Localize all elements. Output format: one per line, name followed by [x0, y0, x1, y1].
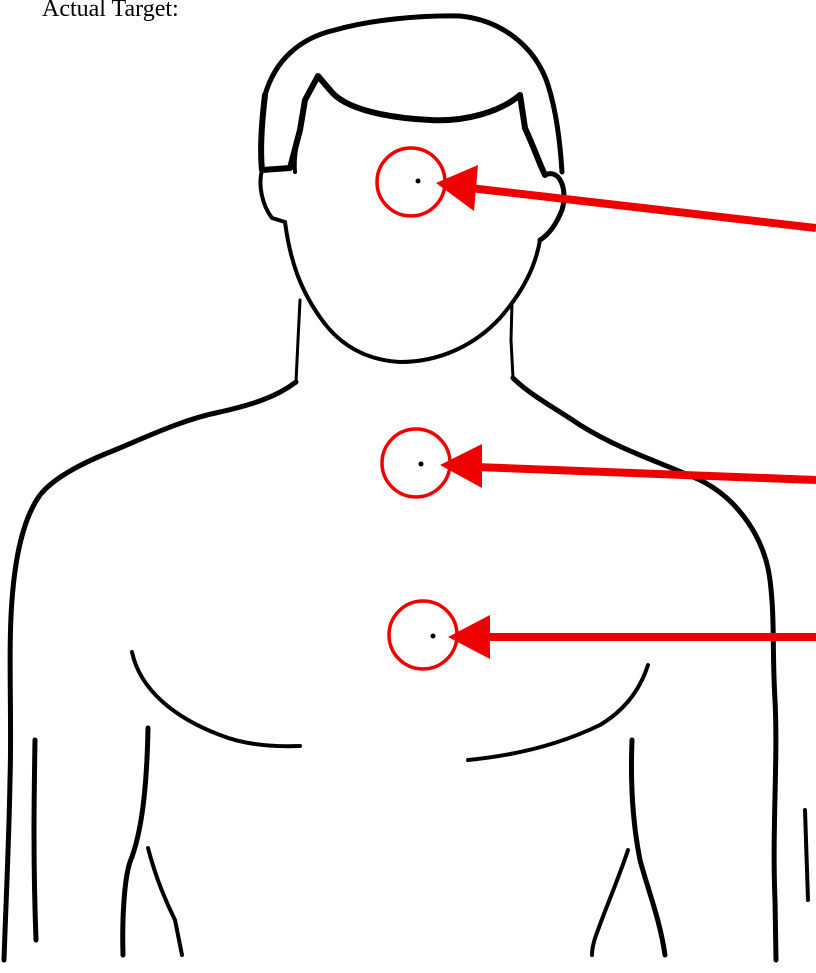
left-torso-line [148, 848, 182, 955]
hair-fringe [261, 76, 545, 175]
neck-right [511, 302, 513, 378]
right-body-edge [805, 810, 808, 900]
left-ear [260, 170, 285, 222]
neck-target-dot [419, 462, 424, 467]
chest-target-dot [431, 634, 436, 639]
marker-circles [377, 148, 457, 669]
left-arm-inner [123, 728, 148, 955]
right-ear [540, 174, 564, 240]
neck-target-circle [382, 429, 450, 497]
neck-left [296, 300, 300, 382]
left-pectoral [132, 652, 300, 746]
head-target-circle [377, 148, 445, 216]
figure-outline [4, 16, 808, 960]
right-arm-inner [631, 740, 665, 955]
marker-arrows [436, 165, 816, 659]
face-outline [285, 222, 540, 362]
target-dots [416, 179, 436, 639]
right-torso-line [592, 850, 628, 955]
head-arrow-shaft [470, 188, 816, 228]
neck-arrow-shaft [476, 467, 816, 480]
head-target-dot [416, 179, 421, 184]
chest-target-circle [389, 601, 457, 669]
left-shoulder-arm [4, 382, 296, 960]
right-pectoral [468, 665, 648, 760]
left-body-edge [34, 740, 36, 940]
